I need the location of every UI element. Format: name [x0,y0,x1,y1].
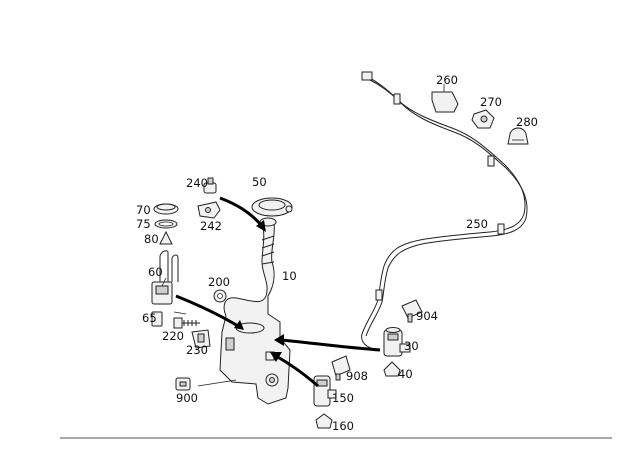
cap-70[interactable] [153,203,179,215]
pipe-60[interactable] [159,250,179,282]
sensor-240[interactable] [203,177,217,194]
label-65: 65 [142,311,157,325]
clip-270[interactable] [471,109,495,129]
valve-65[interactable] [151,281,173,327]
label-200: 200 [208,275,230,289]
connector-900[interactable] [175,377,191,391]
grommet-40[interactable] [383,361,401,377]
arrow-65-to-reservoir [175,294,239,328]
pump-150[interactable] [313,375,337,407]
hose-clip-2 [487,155,495,167]
label-908: 908 [346,369,368,383]
hose-clip-1 [393,93,401,105]
grommet-160[interactable] [315,413,333,429]
label-60: 60 [148,265,163,279]
leader-lines [161,277,237,387]
label-75: 75 [136,217,151,231]
label-70: 70 [136,203,151,217]
bracket-260[interactable] [431,84,459,113]
label-160: 160 [332,419,354,433]
hose-clip-4 [375,289,383,301]
label-242: 242 [200,219,222,233]
label-80: 80 [144,232,159,246]
label-904: 904 [416,309,438,323]
clamp-280[interactable] [507,127,529,145]
connector-904[interactable] [401,299,423,323]
pump-30[interactable] [383,327,411,357]
washer-200[interactable] [213,289,227,303]
label-240: 240 [186,176,208,190]
hose-connector-top [361,71,373,81]
label-40: 40 [398,367,413,381]
bracket-242[interactable] [197,201,221,219]
label-280: 280 [516,115,538,129]
clip-230[interactable] [191,329,211,349]
reservoir-10[interactable] [219,217,291,405]
seal-ring-75[interactable] [154,219,178,229]
arrow-150-to-reservoir [275,354,319,388]
bolt-220[interactable] [173,317,200,329]
filler-cap-50[interactable] [251,197,293,217]
arrow-30-to-reservoir [281,338,381,352]
hose-clip-3 [497,223,505,235]
label-250: 250 [466,217,488,231]
connector-908[interactable] [331,355,351,381]
label-30: 30 [404,339,419,353]
label-220: 220 [162,329,184,343]
label-270: 270 [480,95,502,109]
grommet-80[interactable] [159,230,173,245]
arrow-242-to-neck [219,196,264,227]
label-900: 900 [176,391,198,405]
label-50: 50 [252,175,267,189]
label-260: 260 [436,73,458,87]
label-230: 230 [186,343,208,357]
assembly-arrows [175,196,381,388]
part-labels: 260 270 280 250 240 242 50 70 75 80 60 1… [136,73,538,433]
label-10: 10 [282,269,297,283]
label-150: 150 [332,391,354,405]
washer-hose-250[interactable] [361,71,528,351]
